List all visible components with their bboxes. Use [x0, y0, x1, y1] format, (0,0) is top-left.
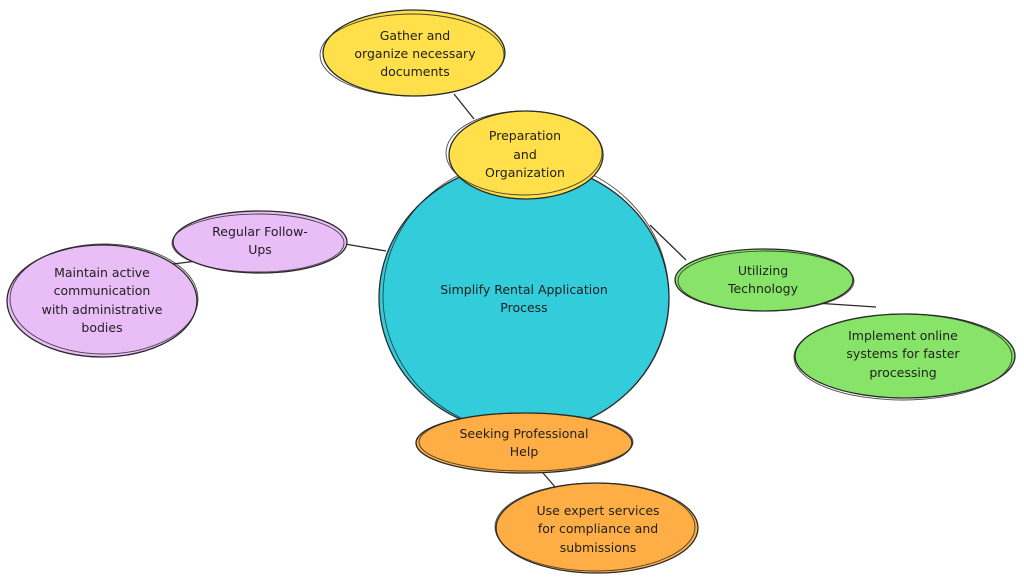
- followups-detail-line3: with administrative: [42, 302, 163, 317]
- technology-detail-node: Implement online systems for faster proc…: [793, 313, 1016, 401]
- technology-label-line2: Technology: [727, 281, 799, 296]
- technology-detail-line2: systems for faster: [846, 346, 960, 361]
- connector-preparation-detail: [453, 93, 475, 120]
- preparation-detail-line3: documents: [380, 64, 450, 79]
- center-node-label-line1: Simplify Rental Application: [440, 282, 608, 297]
- professional-detail-node: Use expert services for compliance and s…: [494, 482, 699, 574]
- preparation-node: Preparation and Organization: [445, 110, 604, 200]
- technology-detail-line3: processing: [869, 365, 936, 380]
- professional-node: Seeking Professional Help: [415, 412, 634, 474]
- connector-center-followups: [344, 243, 387, 252]
- professional-detail-line2: for compliance and: [538, 521, 658, 536]
- followups-detail-line4: bodies: [81, 320, 122, 335]
- connector-professional-detail: [542, 472, 557, 489]
- preparation-detail-line2: organize necessary: [354, 46, 476, 61]
- professional-detail-line3: submissions: [560, 540, 637, 555]
- technology-node: Utilizing Technology: [674, 248, 855, 312]
- center-node: Simplify Rental Application Process: [378, 158, 670, 434]
- professional-detail-line1: Use expert services: [536, 503, 659, 518]
- center-node-label-line2: Process: [500, 300, 547, 315]
- technology-detail-line1: Implement online: [848, 328, 958, 343]
- followups-node: Regular Follow- Ups: [171, 210, 348, 274]
- followups-label-line1: Regular Follow-: [212, 224, 308, 239]
- preparation-detail-line1: Gather and: [380, 28, 451, 43]
- connector-center-technology: [649, 224, 687, 261]
- preparation-label-line3: Organization: [485, 165, 565, 180]
- followups-detail-node: Maintain active communication with admin…: [6, 243, 199, 358]
- professional-label-line2: Help: [510, 444, 539, 459]
- technology-label-line1: Utilizing: [738, 263, 788, 278]
- professional-label-line1: Seeking Professional: [460, 426, 589, 441]
- followups-detail-line2: communication: [54, 283, 151, 298]
- preparation-label-line2: and: [513, 147, 537, 162]
- followups-label-line2: Ups: [248, 242, 272, 257]
- preparation-detail-node: Gather and organize necessary documents: [319, 9, 506, 97]
- preparation-label-line1: Preparation: [489, 128, 561, 143]
- followups-detail-line1: Maintain active: [54, 265, 150, 280]
